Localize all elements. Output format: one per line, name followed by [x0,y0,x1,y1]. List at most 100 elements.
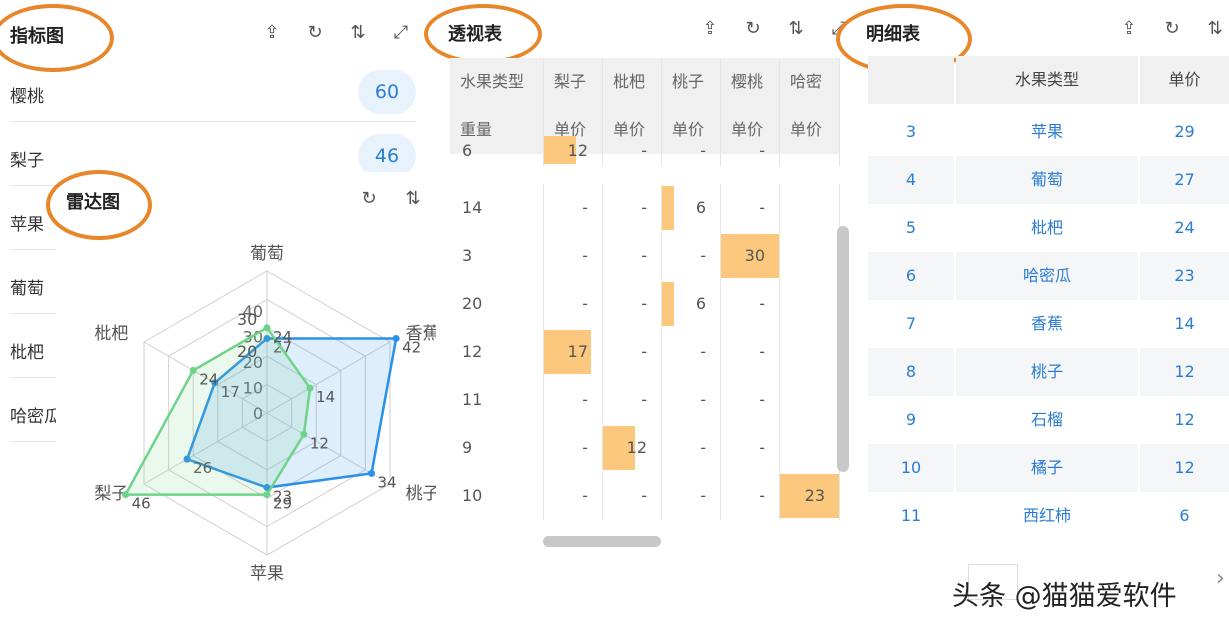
pivot-data-cell: - [721,184,780,232]
pivot-data-cell: 12 [544,136,603,166]
radar-point [263,484,271,492]
pivot-data-cell: 17 [544,328,603,376]
pivot-data-cell [780,232,840,280]
pivot-data-cell: - [721,280,780,328]
radar-point [306,384,314,392]
detail-cell: 西红柿 [956,492,1138,540]
pivot-table: 水果类型梨子枇杷桃子樱桃哈密瓜重量单价单价单价单价单价612---14--6-3… [450,58,840,548]
detail-cell: 7 [868,300,954,348]
export-icon[interactable]: ⇪ [264,22,280,43]
detail-cell: 5 [868,204,954,252]
radar-data-label: 29 [273,495,292,513]
radar-point [189,366,197,374]
detail-export-icon[interactable]: ⇪ [1121,18,1137,39]
radar-tick-label: 20 [243,353,263,372]
detail-cell: 石榴 [956,396,1138,444]
radar-axis-label: 梨子 [94,484,128,504]
pivot-data-bar [603,426,636,470]
radar-data-label: 42 [402,338,421,356]
pivot-horizontal-scrollbar[interactable] [543,536,661,547]
radar-axis-label: 苹果 [250,564,284,584]
pivot-row-label: 14 [450,184,544,232]
pivot-header-cell: 桃子 [662,58,721,106]
pivot-row-label: 3 [450,232,544,280]
pivot-data-cell [780,136,840,166]
pivot-data-cell: - [662,136,721,166]
detail-cell: 6 [1140,492,1229,540]
pivot-row-label: 6 [450,136,544,166]
pivot-data-cell: - [721,472,780,520]
pivot-header-cell: 梨子 [544,58,603,106]
detail-cell: 3 [868,108,954,156]
detail-cell: 11 [868,492,954,540]
pager-next-button[interactable]: › [1216,566,1225,591]
detail-sort-icon[interactable]: ⇅ [1207,18,1223,39]
pivot-data-cell: - [603,184,662,232]
pivot-data-cell: - [721,376,780,424]
pivot-data-cell: - [603,232,662,280]
pivot-vertical-scrollbar[interactable] [837,226,849,472]
pivot-header-cell: 樱桃 [721,58,780,106]
pivot-data-cell: - [721,136,780,166]
pivot-data-cell: - [603,328,662,376]
radar-data-label: 30 [237,310,257,329]
pivot-data-bar [721,234,780,278]
pivot-subheader-cell: 重量 [450,106,544,154]
pivot-subheader-cell: 单价 [662,106,721,154]
pivot-data-cell: - [721,328,780,376]
radar-point [263,334,271,342]
pivot-data-cell: - [662,328,721,376]
fullscreen-icon[interactable]: ⤢ [393,22,409,43]
radar-panel [56,172,436,625]
radar-data-label: 26 [193,459,212,477]
pivot-export-icon[interactable]: ⇪ [702,18,718,39]
detail-header-cell: 水果类型 [956,56,1138,104]
pivot-data-cell [780,376,840,424]
pivot-header-cell: 枇杷 [603,58,662,106]
detail-cell: 8 [868,348,954,396]
pivot-data-cell: - [662,424,721,472]
pivot-data-cell: - [544,376,603,424]
radar-data-label: 34 [378,473,397,491]
radar-point [300,430,308,438]
detail-cell: 香蕉 [956,300,1138,348]
pivot-data-cell: - [721,424,780,472]
radar-axis-label: 枇杷 [94,324,128,344]
pivot-data-cell [780,184,840,232]
indicator-label: 葡萄 [10,279,44,299]
detail-cell: 10 [868,444,954,492]
radar-sort-icon[interactable]: ⇅ [405,188,421,209]
radar-point [211,379,219,387]
detail-refresh-icon[interactable]: ↻ [1164,18,1180,39]
pager-box[interactable] [968,564,1018,600]
pivot-subheader-cell: 单价 [603,106,662,154]
pivot-sort-icon[interactable]: ⇅ [788,18,804,39]
indicator-label: 梨子 [10,151,44,171]
radar-data-label: 24 [273,328,292,346]
radar-data-label: 14 [316,388,335,406]
pivot-row-label: 10 [450,472,544,520]
detail-cell: 6 [868,252,954,300]
pivot-data-bar [544,136,577,164]
radar-axis-label: 香蕉 [406,324,436,344]
pivot-refresh-icon[interactable]: ↻ [745,18,761,39]
pivot-data-cell: 30 [721,232,780,280]
radar-tick-label: 10 [243,378,263,397]
pivot-data-cell: - [603,136,662,166]
indicator-value: 60 [358,70,416,114]
sort-icon[interactable]: ⇅ [350,22,366,43]
pivot-subheader-cell: 单价 [721,106,780,154]
pivot-row-label: 9 [450,424,544,472]
detail-cell: 4 [868,156,954,204]
pivot-data-cell: - [544,280,603,328]
pivot-data-bar [780,474,840,518]
refresh-icon[interactable]: ↻ [307,22,323,43]
radar-data-label: 20 [237,342,257,361]
pivot-data-cell: - [603,376,662,424]
pivot-data-cell: - [544,232,603,280]
radar-refresh-icon[interactable]: ↻ [361,188,377,209]
detail-cell: 12 [1140,444,1229,492]
detail-cell: 枇杷 [956,204,1138,252]
